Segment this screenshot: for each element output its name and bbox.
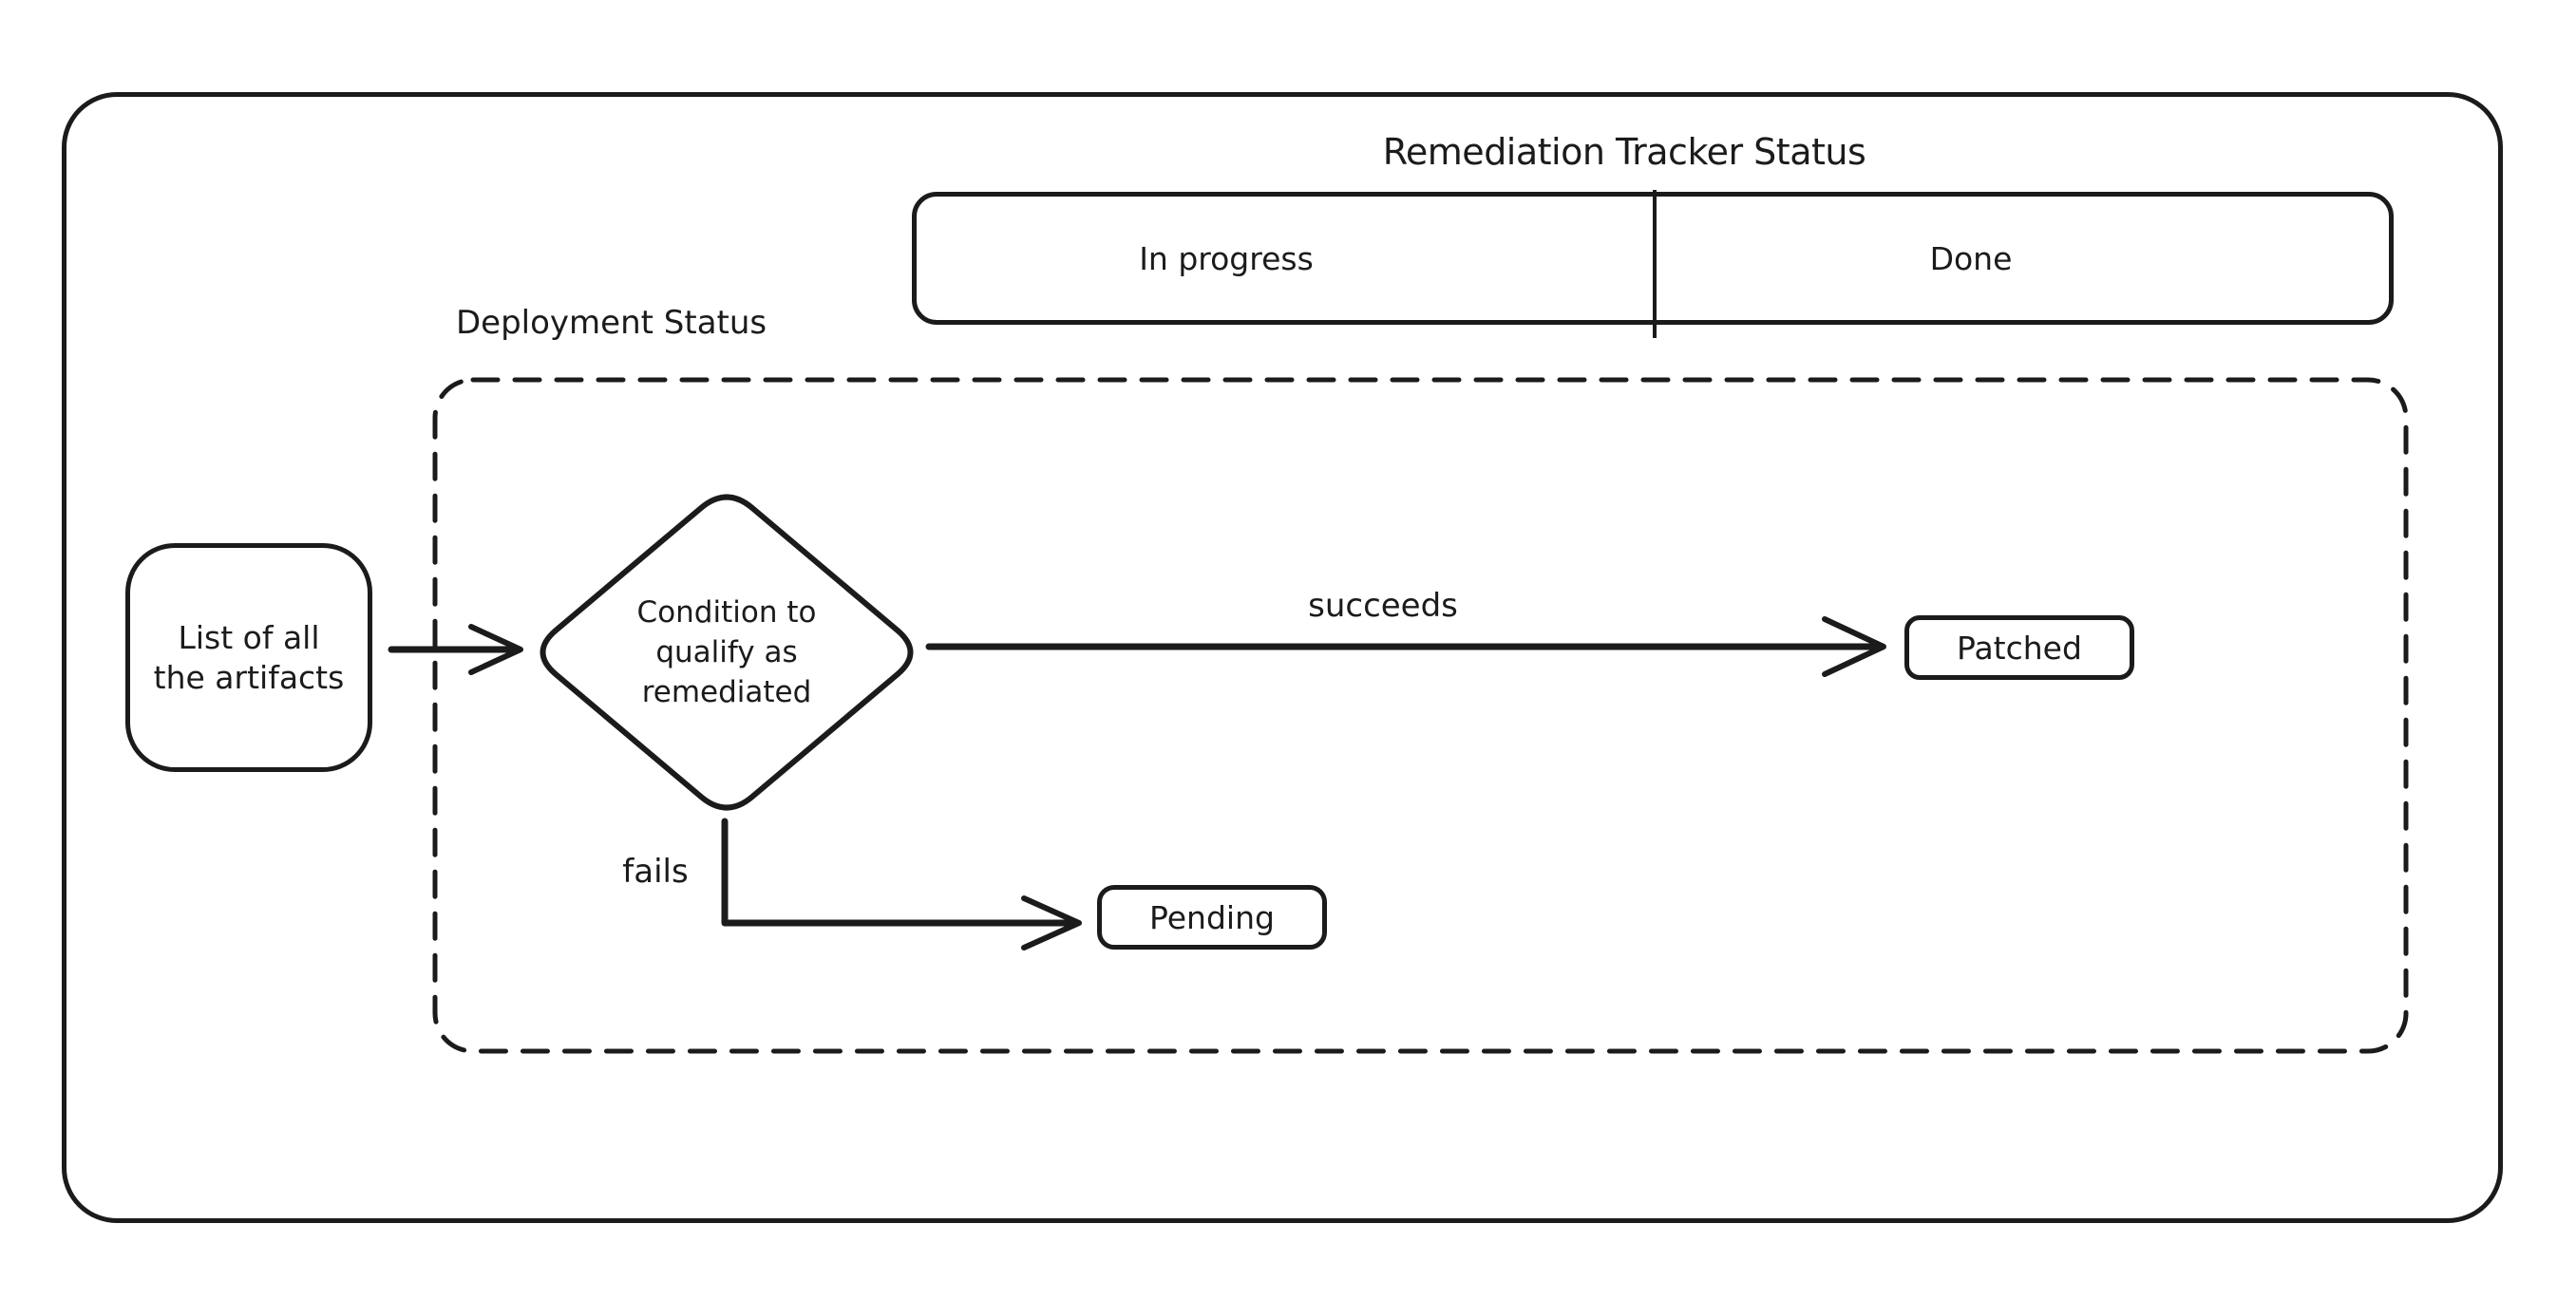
condition-node-label: Condition to qualify as remediated — [532, 489, 921, 816]
diagram-outer-frame — [62, 92, 2503, 1223]
tracker-cell-in-progress-label: In progress — [1139, 239, 1314, 277]
patched-node: Patched — [1904, 615, 2134, 680]
pending-node: Pending — [1097, 885, 1327, 950]
diagram-title: Remediation Tracker Status — [1382, 131, 1866, 173]
artifacts-node: List of all the artifacts — [125, 543, 372, 772]
pending-node-label: Pending — [1149, 898, 1275, 936]
succeeds-edge-label: succeeds — [1308, 587, 1458, 625]
artifacts-node-label: List of all the artifacts — [153, 618, 345, 696]
deployment-status-group-label: Deployment Status — [456, 304, 767, 342]
tracker-bar-divider — [1653, 190, 1657, 338]
fails-edge-label: fails — [622, 853, 689, 891]
patched-node-label: Patched — [1957, 629, 2082, 667]
tracker-cell-in-progress: In progress — [912, 192, 1655, 325]
tracker-cell-done: Done — [1655, 192, 2394, 325]
tracker-cell-done-label: Done — [1929, 239, 2013, 277]
condition-node-label-text: Condition to qualify as remediated — [636, 595, 817, 709]
